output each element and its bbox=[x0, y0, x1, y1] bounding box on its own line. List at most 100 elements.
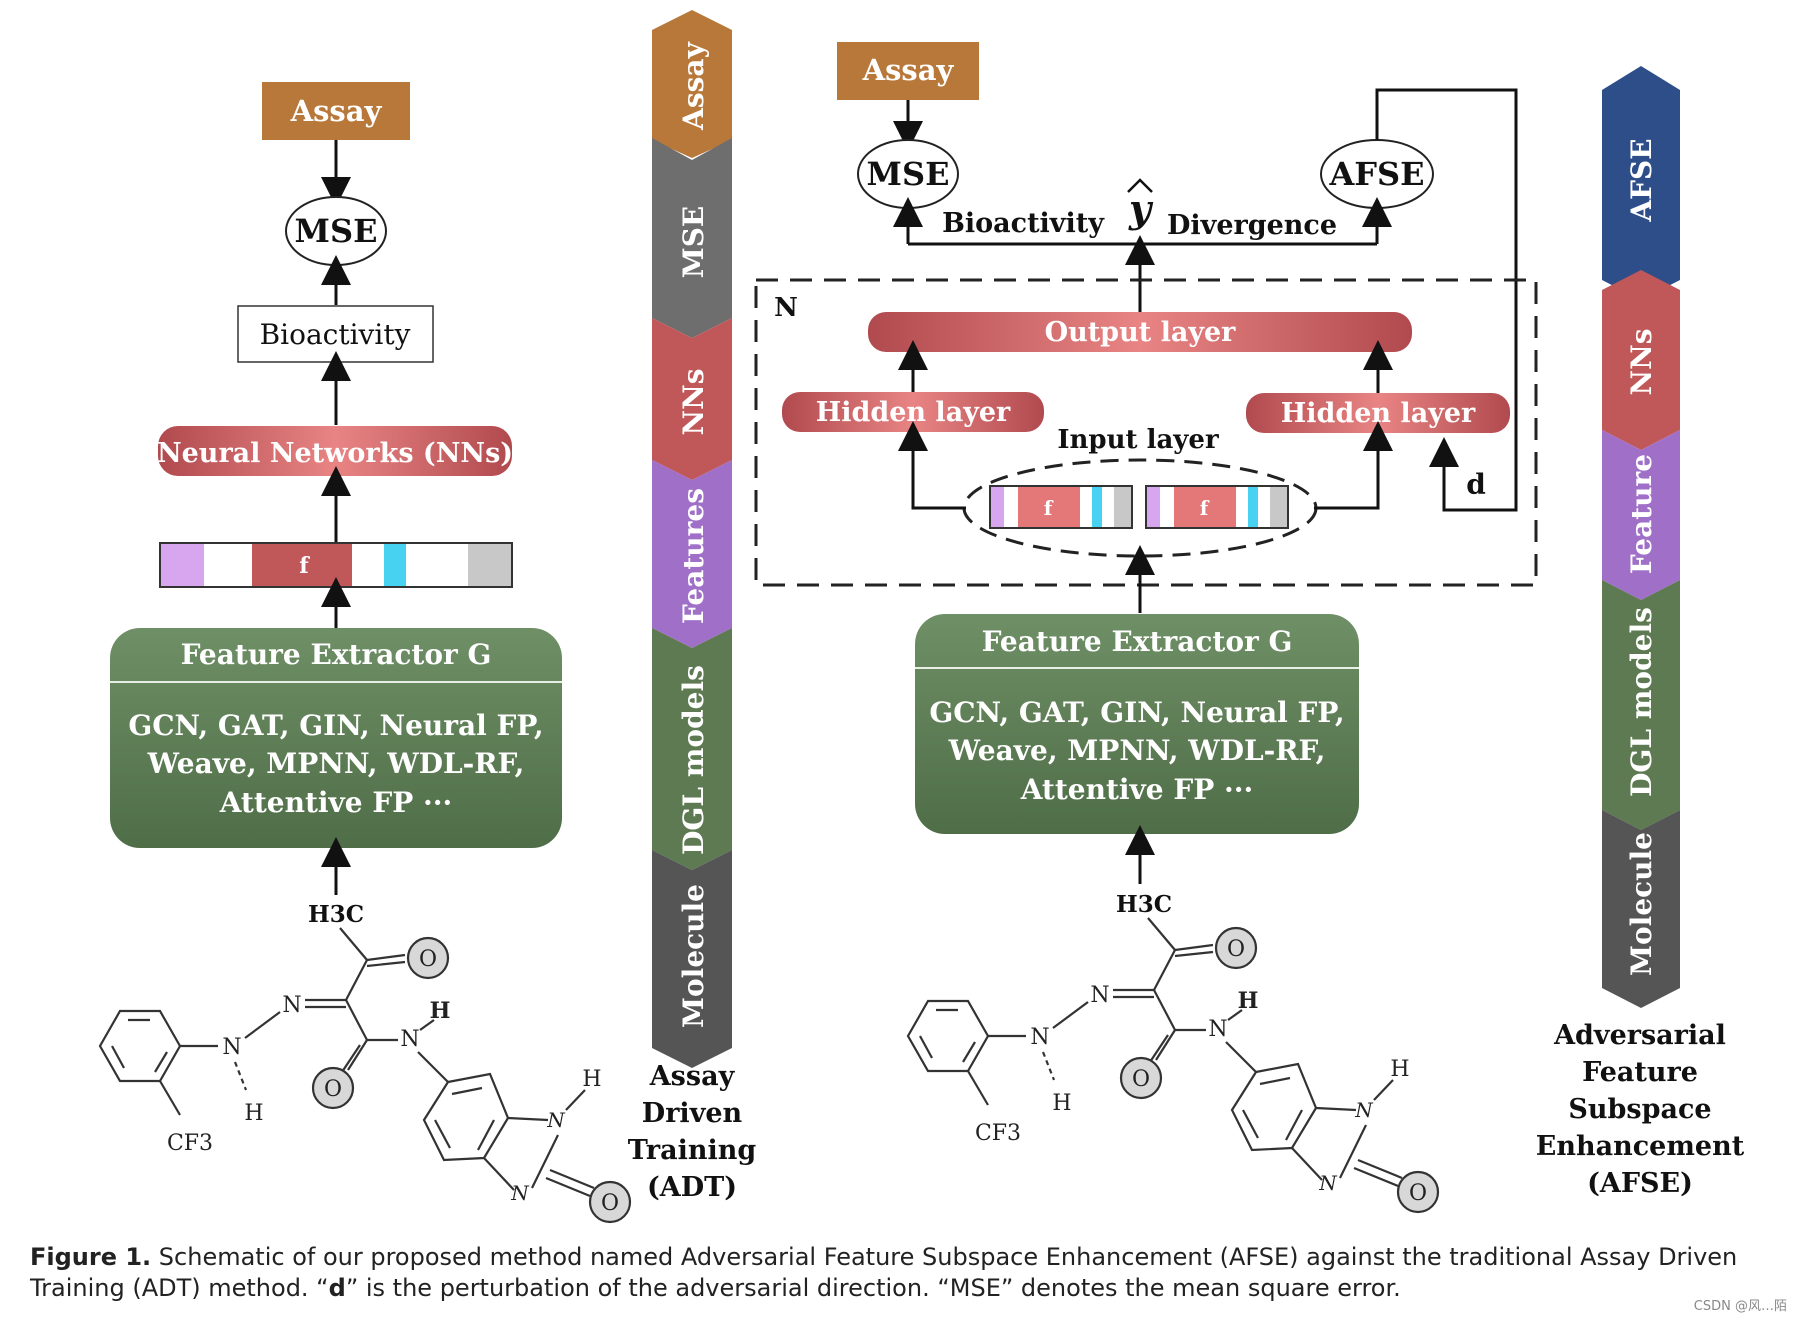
afse-seg-label-dgl: DGL models bbox=[1625, 607, 1658, 797]
adt-molecule: H3C O N N H CF3 O N H N H N bbox=[98, 901, 632, 1224]
figure-caption: Figure 1. Schematic of our proposed meth… bbox=[30, 1242, 1790, 1304]
afse-caption-2: Feature bbox=[1582, 1057, 1698, 1088]
mol1-o-top bbox=[406, 936, 450, 980]
adt-assay-label: Assay bbox=[290, 94, 383, 128]
adt-extractor-line1: GCN, GAT, GIN, Neural FP, bbox=[128, 709, 543, 742]
adt-nn-label: Neural Networks (NNs) bbox=[157, 438, 513, 469]
svg-text:H: H bbox=[582, 1067, 601, 1092]
afse-yhat: y bbox=[1128, 186, 1154, 231]
svg-text:N: N bbox=[222, 1035, 241, 1060]
caption-text-2: ” is the perturbation of the adversarial… bbox=[345, 1274, 1401, 1302]
svg-text:N: N bbox=[282, 993, 301, 1018]
watermark: CSDN @风…陌 bbox=[1693, 1299, 1787, 1314]
afse-hidden-right bbox=[1246, 393, 1510, 433]
adt-mse-label: MSE bbox=[295, 212, 378, 250]
afse-hidden-right-label: Hidden layer bbox=[1281, 398, 1476, 429]
afse-caption-4: Enhancement bbox=[1536, 1131, 1745, 1162]
svg-text:CF3: CF3 bbox=[167, 1131, 213, 1156]
svg-text:H3C: H3C bbox=[1116, 891, 1172, 918]
afse-node-label: AFSE bbox=[1328, 155, 1424, 193]
svg-text:H: H bbox=[1238, 988, 1259, 1014]
adt-seg-mse bbox=[652, 138, 732, 338]
afse-assay-label: Assay bbox=[862, 53, 955, 87]
afse-d-label: d bbox=[1466, 468, 1486, 501]
svg-text:O: O bbox=[1132, 1067, 1150, 1092]
afse-seg-afse bbox=[1602, 66, 1680, 300]
afse-feature-vector-right: f bbox=[1145, 485, 1289, 529]
afse-caption-5: (AFSE) bbox=[1587, 1168, 1693, 1199]
caption-d: d bbox=[328, 1274, 346, 1302]
afse-seg-molecule bbox=[1602, 810, 1680, 1008]
afse-seg-label-molecule: Molecule bbox=[1625, 832, 1658, 976]
afse-caption-3: Subspace bbox=[1568, 1094, 1711, 1125]
afse-feature-vector-left: f bbox=[989, 485, 1133, 529]
afse-n-label: N bbox=[774, 293, 798, 323]
adt-seg-dgl bbox=[652, 628, 732, 870]
caption-label: Figure 1. bbox=[30, 1243, 152, 1271]
svg-text:H: H bbox=[244, 1101, 263, 1126]
afse-bioactivity-label: Bioactivity bbox=[942, 208, 1105, 239]
afse-ribbon: AFSE NNs Feature DGL models Molecule Adv… bbox=[1536, 66, 1745, 1199]
adt-seg-label-assay: Assay bbox=[677, 41, 710, 130]
adt-seg-molecule bbox=[652, 850, 732, 1068]
adt-seg-nns bbox=[652, 318, 732, 480]
adt-diagram: Assay MSE Bioactivity Neural Networks (N… bbox=[110, 82, 562, 895]
adt-seg-assay bbox=[652, 10, 732, 158]
svg-text:N: N bbox=[1030, 1025, 1049, 1050]
afse-input-layer-label: Input layer bbox=[1057, 425, 1219, 455]
svg-text:N: N bbox=[1354, 1098, 1374, 1122]
afse-output-layer-label: Output layer bbox=[1045, 317, 1237, 348]
figure-diagram: Assay MSE Bioactivity Neural Networks (N… bbox=[98, 10, 1745, 1224]
svg-text:N: N bbox=[1318, 1171, 1338, 1195]
afse-extractor-line2: Weave, MPNN, WDL-RF, bbox=[948, 734, 1326, 767]
svg-text:H: H bbox=[1052, 1091, 1071, 1116]
adt-seg-label-dgl: DGL models bbox=[677, 665, 710, 855]
caption-text-1: Schematic of our proposed method named A… bbox=[30, 1243, 1738, 1302]
afse-caption-1: Adversarial bbox=[1553, 1020, 1726, 1051]
afse-seg-label-afse: AFSE bbox=[1625, 138, 1658, 222]
svg-text:O: O bbox=[1409, 1181, 1427, 1206]
adt-extractor-title: Feature Extractor G bbox=[181, 638, 492, 671]
adt-nn-bar bbox=[158, 426, 512, 476]
afse-molecule: H3C O N N H CF3 O N H N H N bbox=[906, 891, 1440, 1214]
afse-hidden-left-label: Hidden layer bbox=[816, 397, 1011, 428]
adt-caption-4: (ADT) bbox=[647, 1172, 737, 1203]
afse-output-layer bbox=[868, 312, 1412, 352]
adt-seg-label-mse: MSE bbox=[677, 206, 710, 279]
afse-diagram: Assay MSE AFSE Bioactivity y Divergence … bbox=[754, 42, 1538, 884]
svg-text:O: O bbox=[601, 1191, 619, 1216]
afse-extractor-line1: GCN, GAT, GIN, Neural FP, bbox=[929, 696, 1344, 729]
adt-feature-f: f bbox=[299, 553, 310, 579]
svg-text:N: N bbox=[400, 1027, 419, 1052]
svg-text:H: H bbox=[1390, 1057, 1409, 1082]
afse-seg-dgl bbox=[1602, 580, 1680, 830]
afse-feedback-loop bbox=[1375, 88, 1518, 512]
afse-seg-label-nns: NNs bbox=[1625, 329, 1658, 396]
mol1-h3c: H3C bbox=[308, 901, 364, 928]
adt-extractor-line2: Weave, MPNN, WDL-RF, bbox=[147, 747, 525, 780]
adt-ribbon: Assay MSE NNs Features DGL models Molecu… bbox=[628, 10, 756, 1203]
afse-hidden-left bbox=[782, 392, 1044, 432]
afse-seg-feature bbox=[1602, 430, 1680, 600]
adt-extractor-line3: Attentive FP ··· bbox=[219, 786, 453, 819]
adt-caption-2: Driven bbox=[642, 1098, 743, 1129]
svg-text:N: N bbox=[546, 1108, 566, 1132]
adt-seg-label-nns: NNs bbox=[677, 369, 710, 436]
svg-text:O: O bbox=[324, 1077, 342, 1102]
svg-text:f: f bbox=[1044, 496, 1054, 520]
adt-assay-box bbox=[262, 82, 410, 140]
svg-text:CF3: CF3 bbox=[975, 1121, 1021, 1146]
afse-extractor-line3: Attentive FP ··· bbox=[1020, 773, 1254, 806]
svg-text:f: f bbox=[1200, 496, 1210, 520]
afse-assay-box bbox=[837, 42, 979, 100]
adt-seg-features bbox=[652, 460, 732, 648]
adt-seg-label-features: Features bbox=[677, 488, 710, 624]
svg-text:H: H bbox=[430, 998, 451, 1024]
svg-text:N: N bbox=[1208, 1017, 1227, 1042]
svg-text:N: N bbox=[510, 1181, 530, 1205]
afse-extractor-title: Feature Extractor G bbox=[982, 625, 1293, 658]
afse-seg-nns bbox=[1602, 270, 1680, 450]
afse-n-box bbox=[754, 278, 1538, 587]
afse-divergence-label: Divergence bbox=[1167, 210, 1337, 241]
adt-caption-1: Assay bbox=[649, 1061, 736, 1092]
